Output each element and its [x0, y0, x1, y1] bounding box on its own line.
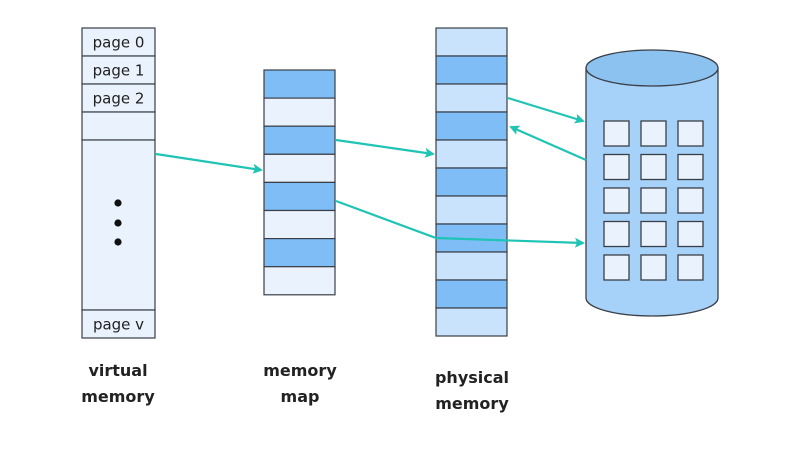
disk-block [677, 153, 704, 181]
virtual-page-row [81, 111, 156, 141]
disk-block [603, 220, 630, 248]
virtual-page-row [81, 83, 156, 113]
disk-block [640, 220, 667, 248]
disk-block [677, 254, 704, 281]
ellipsis-dot [114, 238, 122, 246]
disk-block [677, 187, 704, 214]
memory-map-entry [263, 125, 336, 155]
disk-to-physical-arrow [509, 125, 587, 162]
memory-map-column [263, 69, 336, 296]
caption-line: physical [434, 368, 510, 387]
disk-block [640, 187, 667, 214]
ellipsis-dot [114, 199, 122, 207]
disk-block [677, 220, 704, 248]
disk-blocks-grid [603, 120, 704, 281]
mapping-arrows [155, 96, 587, 248]
physical-memory-column [435, 27, 508, 337]
physical-frame [435, 111, 508, 141]
caption-line: memory [81, 387, 155, 406]
caption-line: memory [435, 394, 509, 413]
physical-frame [435, 55, 508, 85]
map-to-disk-arrow [335, 199, 585, 248]
disk-block [640, 153, 667, 181]
caption-line: virtual [88, 361, 148, 380]
virtual-page-row [81, 27, 156, 57]
caption-line: map [280, 387, 320, 406]
disk-block [640, 254, 667, 281]
disk-block [677, 120, 704, 147]
map-to-physical-arrow [335, 138, 435, 158]
physical-frame [435, 195, 508, 225]
physical-memory-caption: physical memory [402, 365, 542, 417]
memory-map-entry [263, 266, 336, 296]
memory-map-caption: memory map [230, 358, 370, 410]
page-label: page 2 [93, 90, 145, 108]
virtual-to-map-arrow [155, 152, 263, 174]
disk-block [640, 120, 667, 147]
physical-frame [435, 307, 508, 337]
memory-map-entry [263, 153, 336, 184]
memory-map-entry [263, 209, 336, 240]
physical-to-disk-arrow [507, 96, 585, 124]
physical-frame [435, 167, 508, 197]
caption-line: memory [263, 361, 337, 380]
physical-frame [435, 251, 508, 281]
disk-block [603, 120, 630, 147]
page-label: page v [93, 316, 144, 334]
page-label: page 1 [93, 62, 145, 80]
memory-map-entry [263, 97, 336, 127]
virtual-page-row [81, 309, 156, 339]
physical-frame [435, 279, 508, 309]
page-label: page 0 [93, 34, 145, 52]
virtual-memory-caption: virtual memory [48, 358, 188, 410]
memory-map-entry [263, 181, 336, 212]
ellipsis-dot [114, 219, 122, 227]
virtual-memory-column: page 0 page 1 page 2 page v [81, 27, 156, 339]
disk-block [603, 254, 630, 281]
memory-map-entry [263, 69, 336, 99]
memory-map-entry [263, 238, 336, 268]
disk-top [585, 49, 719, 87]
physical-frame [435, 139, 508, 169]
physical-frame [435, 83, 508, 113]
disk-block [603, 187, 630, 214]
disk-cylinder-icon [585, 49, 719, 317]
disk-block [603, 153, 630, 181]
physical-frame [435, 27, 508, 57]
